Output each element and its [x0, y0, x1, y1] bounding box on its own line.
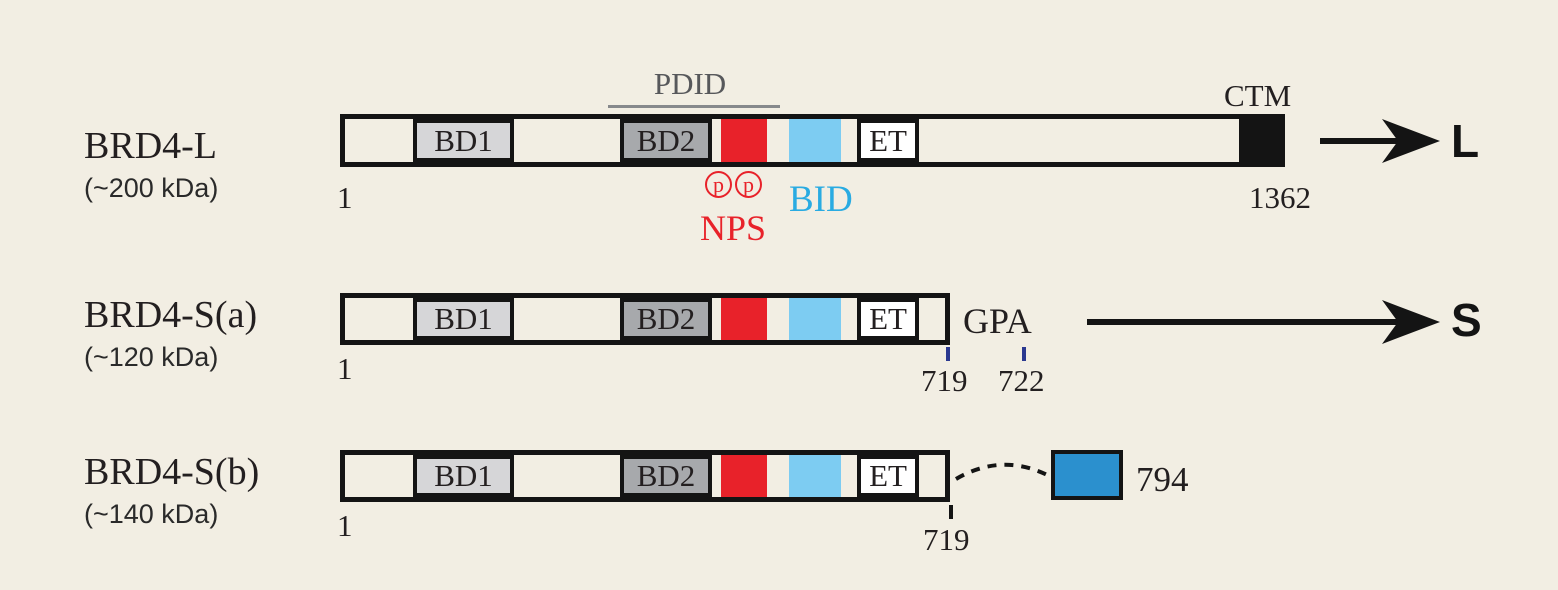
protein-bar-brd4-sa: BD1 BD2 ET	[340, 293, 950, 345]
isoform-name-brd4-sb: BRD4-S(b)	[84, 451, 260, 493]
isoform-letter-s: S	[1451, 294, 1482, 346]
domain-et: ET	[857, 119, 919, 162]
domain-et-label: ET	[869, 458, 907, 493]
domain-bd2-label: BD2	[636, 122, 696, 158]
domain-et: ET	[857, 298, 919, 340]
isoform-mass-brd4-sa: (~120 kDa)	[84, 342, 219, 372]
phospho-p-1: p	[713, 171, 724, 197]
pdid-bracket-line	[608, 105, 780, 108]
domain-nps	[721, 119, 767, 162]
domain-bid	[789, 455, 841, 497]
domain-bd2: BD2	[620, 455, 712, 497]
domain-et: ET	[857, 455, 919, 497]
residue-tick-719	[949, 505, 953, 519]
residue-794-brd4-sb: 794	[1136, 460, 1189, 499]
domain-bd1-label: BD1	[434, 122, 493, 158]
domain-et-label: ET	[869, 301, 907, 336]
domain-bd1-label: BD1	[434, 301, 493, 336]
isoform-mass-brd4-sb: (~140 kDa)	[84, 499, 219, 529]
alternative-exon-box	[1051, 450, 1123, 500]
residue-722-brd4-sa: 722	[998, 363, 1045, 398]
residue-start-brd4-sb: 1	[337, 508, 353, 543]
pdid-label: PDID	[653, 66, 727, 101]
nps-label: NPS	[700, 208, 767, 248]
residue-start-brd4-sa: 1	[337, 351, 353, 386]
arrow-right-icon	[1087, 300, 1440, 344]
domain-bd2-label: BD2	[636, 458, 696, 493]
domain-bd2: BD2	[620, 298, 712, 340]
domain-et-label: ET	[869, 122, 907, 158]
phospho-site-icon: p	[735, 171, 762, 198]
domain-bd1: BD1	[413, 119, 514, 162]
phospho-site-icon: p	[705, 171, 732, 198]
gpa-label: GPA	[963, 301, 1032, 341]
residue-end-brd4-l: 1362	[1249, 180, 1311, 215]
domain-bd2-label: BD2	[636, 301, 696, 336]
domain-bd2: BD2	[620, 119, 712, 162]
ctm-label: CTM	[1224, 78, 1292, 113]
isoform-letter-l: L	[1451, 115, 1480, 167]
arrow-right-icon	[1320, 119, 1440, 163]
domain-nps	[721, 455, 767, 497]
protein-bar-brd4-sb: BD1 BD2 ET	[340, 450, 950, 502]
domain-bd1-label: BD1	[434, 458, 493, 493]
domain-bid	[789, 298, 841, 340]
bid-label: BID	[789, 179, 853, 220]
isoform-mass-brd4-l: (~200 kDa)	[84, 173, 219, 203]
residue-start-brd4-l: 1	[337, 180, 353, 215]
isoform-name-brd4-l: BRD4-L	[84, 125, 217, 167]
residue-tick-719	[946, 347, 950, 361]
domain-bd1: BD1	[413, 455, 514, 497]
domain-bid	[789, 119, 841, 162]
isoform-name-brd4-sa: BRD4-S(a)	[84, 294, 258, 336]
phospho-p-2: p	[743, 171, 754, 197]
domain-bd1: BD1	[413, 298, 514, 340]
protein-bar-brd4-l: BD1 BD2 ET	[340, 114, 1285, 167]
residue-tick-722	[1022, 347, 1026, 361]
splice-dashed-connector	[954, 462, 1054, 481]
domain-nps	[721, 298, 767, 340]
residue-719-brd4-sa: 719	[921, 363, 968, 398]
domain-ctm	[1239, 119, 1280, 162]
residue-719-brd4-sb: 719	[923, 522, 970, 557]
